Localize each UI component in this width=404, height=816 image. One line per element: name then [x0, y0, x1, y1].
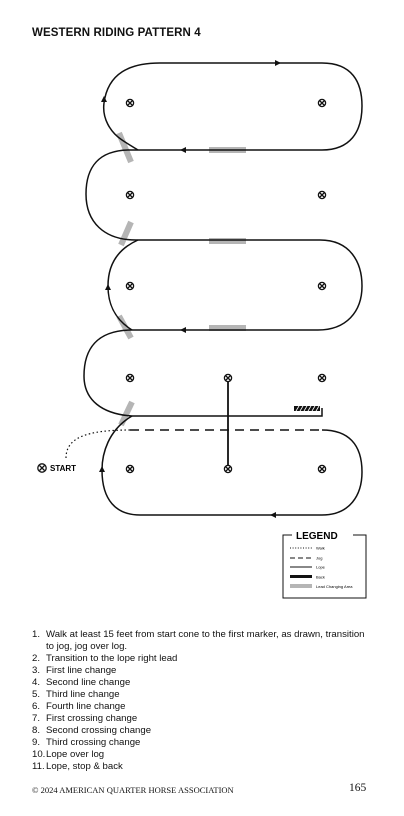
marker-icon [317, 190, 327, 200]
list-item: 1.Walk at least 15 feet from start cone … [32, 629, 365, 652]
marker-icon [317, 281, 327, 291]
legend-back: Back [316, 575, 325, 580]
marker-icon [223, 464, 233, 474]
list-item: 6.Fourth line change [32, 701, 126, 712]
list-item: 4.Second line change [32, 677, 131, 688]
lead-change-area [118, 220, 134, 247]
back-mark [294, 405, 320, 412]
start-label: START [50, 464, 76, 473]
list-item: 9.Third crossing change [32, 737, 141, 748]
lead-change-area [209, 325, 246, 331]
arrow-up-icon [101, 96, 107, 102]
list-item: 10.Lope over log [32, 749, 105, 760]
list-item: 11.Lope, stop & back [32, 761, 123, 772]
arrow-up-icon [105, 284, 111, 290]
legend-lead-changing-area: Lead Changing Area [316, 584, 353, 589]
list-item: 3.First line change [32, 665, 117, 676]
lead-change-area [116, 314, 134, 340]
marker-icon [317, 98, 327, 108]
arrow-left-icon [180, 147, 186, 153]
arrow-up-icon [99, 466, 105, 472]
arrow-left-icon [270, 512, 276, 518]
legend-jog: Jog [316, 556, 322, 561]
lead-change-area [116, 131, 134, 164]
marker-icon [125, 190, 135, 200]
list-item: 8.Second crossing change [32, 725, 152, 736]
marker-icon [125, 373, 135, 383]
walk-path [65, 429, 131, 459]
arrow-right-icon [275, 60, 281, 66]
legend: LEGEND Walk Jog Lope Back Lead Changing … [282, 531, 367, 599]
page-number: 165 [349, 782, 367, 794]
pattern-diagram: START LEGEND Walk Jog Lope Back Lead Cha… [37, 60, 367, 599]
pattern-steps: 1.Walk at least 15 feet from start cone … [32, 629, 372, 773]
lead-change-area [209, 238, 246, 244]
list-item: 5.Third line change [32, 689, 120, 700]
marker-icon [125, 464, 135, 474]
marker-icon [317, 464, 327, 474]
lead-change-area [118, 400, 135, 427]
markers [37, 98, 327, 474]
start-marker-icon [37, 463, 47, 473]
legend-title: LEGEND [296, 531, 338, 542]
marker-icon [125, 281, 135, 291]
marker-icon [223, 373, 233, 383]
copyright-footer: © 2024 AMERICAN QUARTER HORSE ASSOCIATIO… [32, 785, 234, 795]
list-item: 2.Transition to the lope right lead [32, 653, 178, 664]
arrow-left-icon [180, 327, 186, 333]
legend-walk: Walk [316, 546, 325, 551]
direction-arrows [99, 60, 281, 518]
marker-icon [125, 98, 135, 108]
list-item: 7.First crossing change [32, 713, 138, 724]
legend-lope: Lope [316, 565, 326, 570]
page-title: WESTERN RIDING PATTERN 4 [32, 27, 201, 39]
marker-icon [317, 373, 327, 383]
